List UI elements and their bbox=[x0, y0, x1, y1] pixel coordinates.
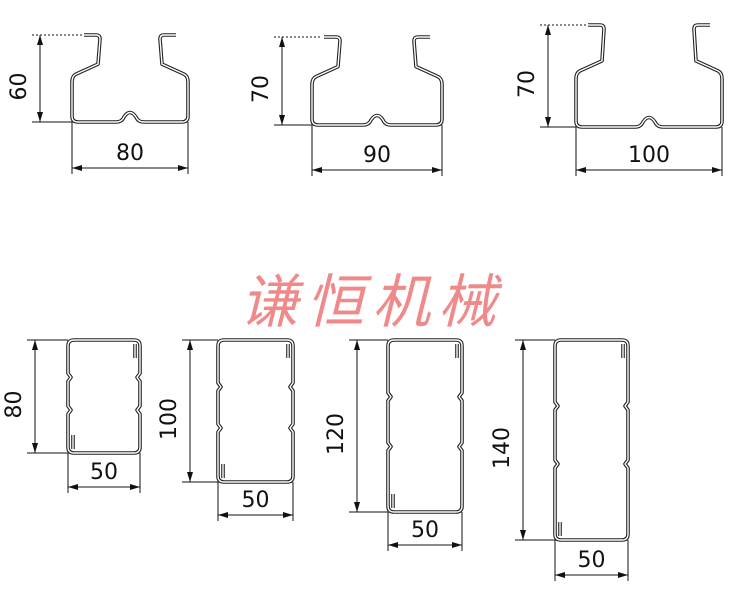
dimension-label: 100 bbox=[628, 143, 670, 168]
dimension-label: 70 bbox=[515, 70, 540, 98]
dimension-label: 120 bbox=[324, 413, 349, 455]
watermark: 谦恒机械 bbox=[239, 268, 504, 336]
profile-outline-inner bbox=[554, 339, 629, 541]
dimension-label: 80 bbox=[2, 391, 27, 419]
dimension-label: 140 bbox=[490, 427, 515, 469]
dimension-label: 70 bbox=[249, 75, 274, 103]
profile-outline bbox=[553, 338, 630, 542]
c-profile-2: 100 50 bbox=[157, 338, 295, 521]
profile-outline-inner bbox=[71, 34, 189, 123]
profile-outline-inner bbox=[575, 24, 723, 128]
c-profile-3: 120 50 bbox=[324, 338, 464, 551]
dimension-label: 50 bbox=[242, 488, 270, 513]
profile-outline bbox=[574, 23, 724, 129]
dimension-label: 60 bbox=[7, 73, 32, 101]
profile-outline bbox=[216, 338, 295, 484]
dimension-label: 100 bbox=[157, 398, 182, 440]
dimension-label: 90 bbox=[363, 143, 391, 168]
profile-outline-inner bbox=[67, 339, 141, 454]
u-profile-3: 70 100 bbox=[515, 23, 724, 176]
profile-outline bbox=[70, 33, 190, 124]
c-profile-1: 80 50 bbox=[2, 338, 142, 493]
profile-outline-inner bbox=[311, 36, 443, 126]
u-profile-1: 60 80 bbox=[7, 33, 190, 174]
profile-outline bbox=[66, 338, 142, 455]
u-profile-2: 70 90 bbox=[249, 35, 444, 176]
profile-outline bbox=[386, 338, 464, 514]
dimension-label: 50 bbox=[578, 548, 606, 573]
profile-outline-inner bbox=[217, 339, 294, 483]
profile-outline bbox=[310, 35, 444, 127]
dimension-label: 50 bbox=[411, 518, 439, 543]
c-profile-4: 140 50 bbox=[490, 338, 630, 581]
profile-outline-inner bbox=[387, 339, 463, 513]
dimension-label: 50 bbox=[90, 460, 118, 485]
dimension-label: 80 bbox=[116, 141, 144, 166]
